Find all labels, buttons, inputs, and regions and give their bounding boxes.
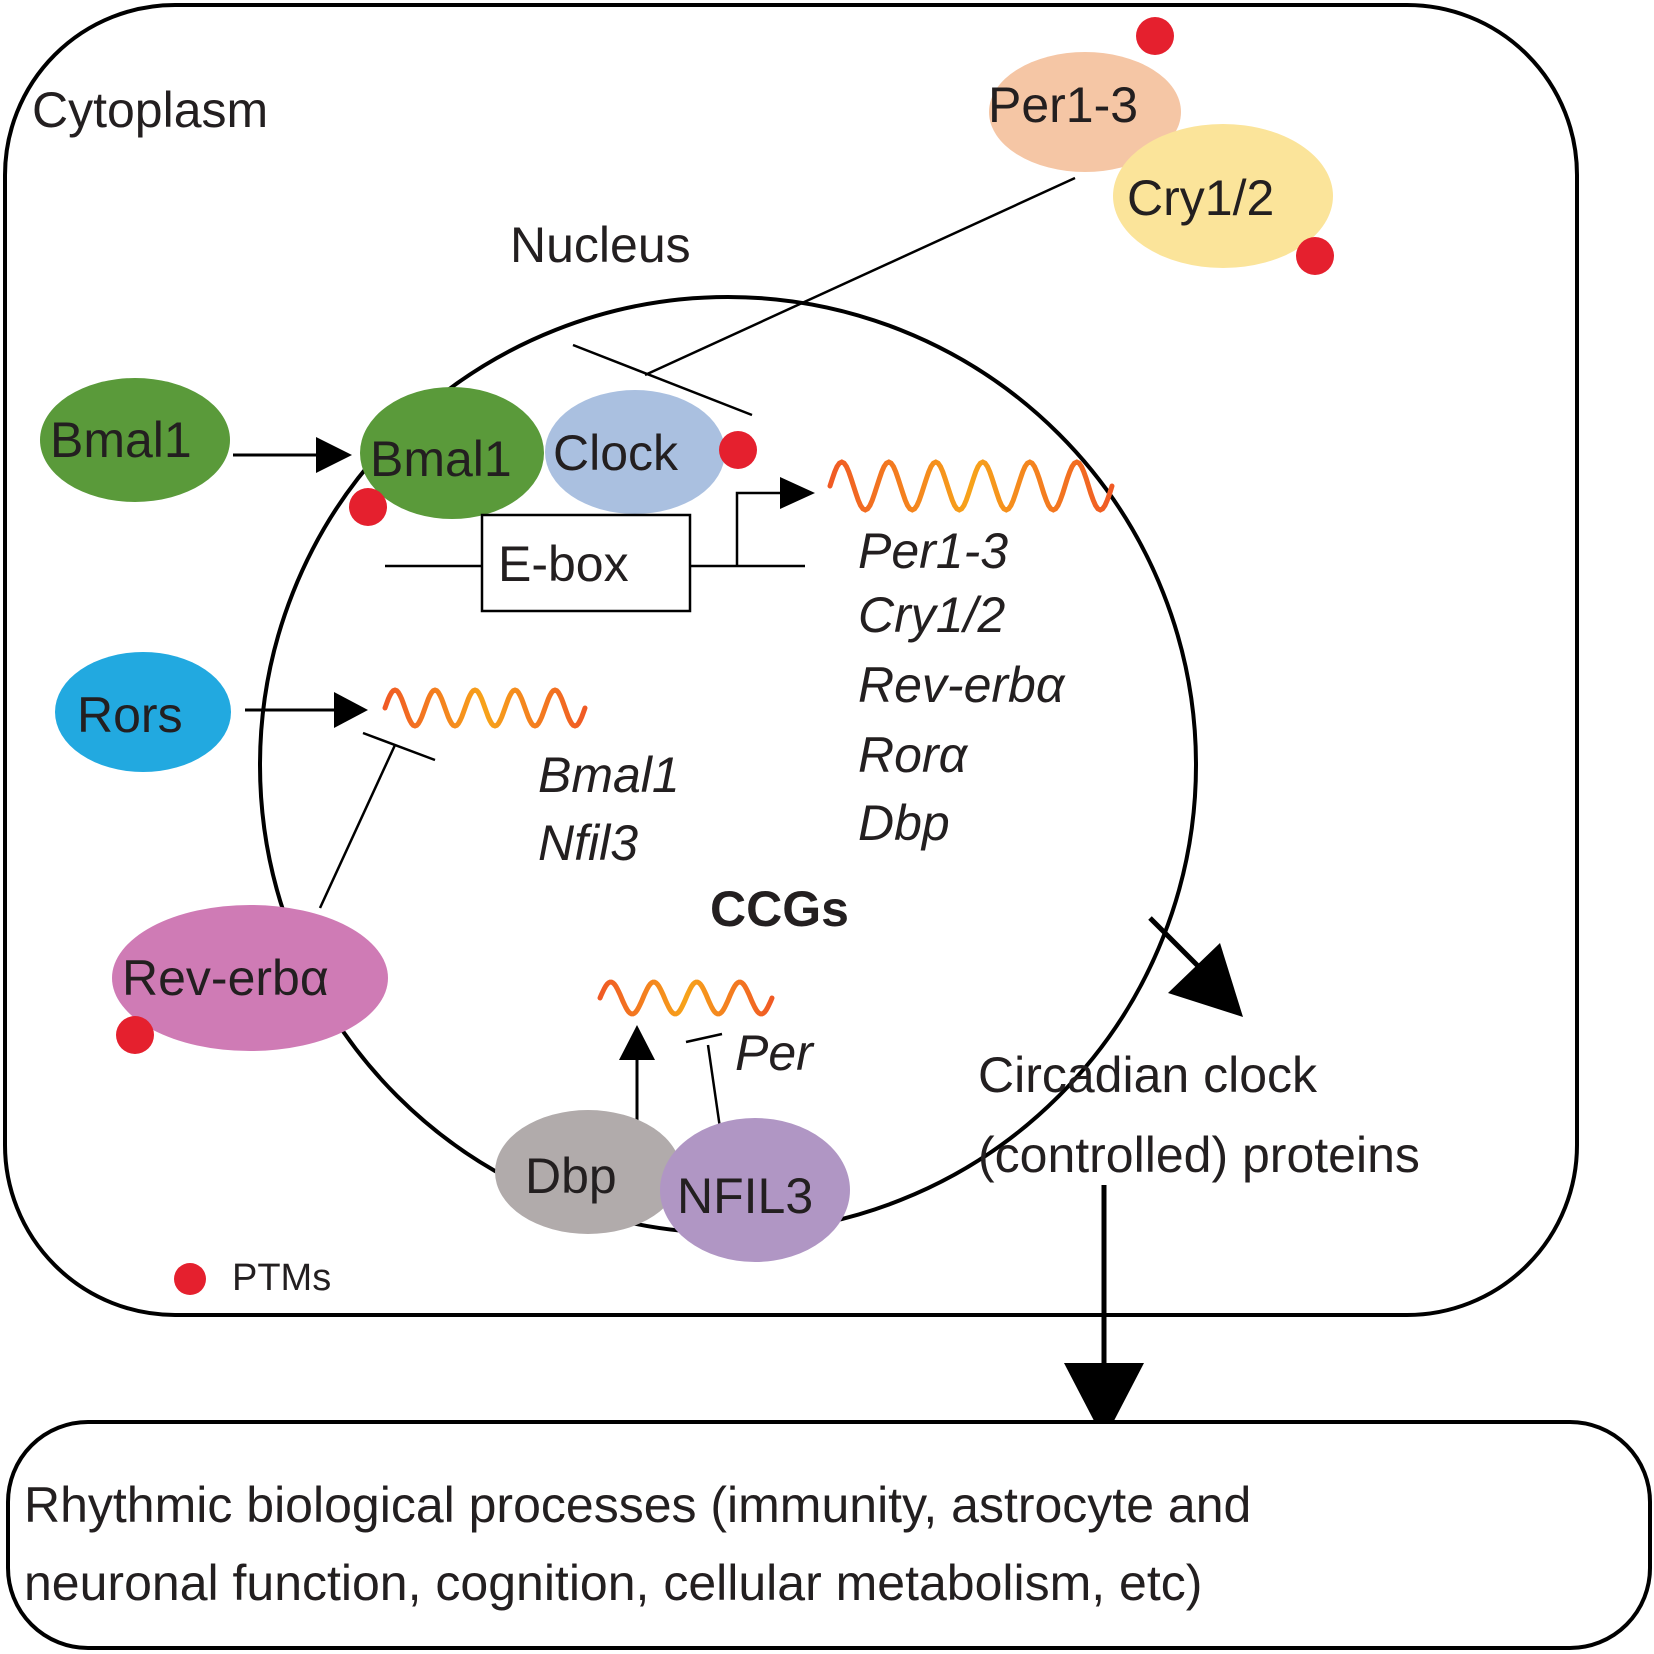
reverb-label: Rev-erbα [122,950,329,1006]
rors-label: Rors [77,687,183,743]
ebox-target-per: Per1-3 [858,523,1008,579]
nfil3-protein [660,1118,850,1262]
nfil3-inhibition-line [706,1044,722,1129]
ptm-dot [1296,237,1334,275]
nfil3-inhibition-bar [685,1032,723,1044]
per-cry-inhibition-bar [572,343,753,417]
per-label: Per1-3 [988,77,1138,133]
output-label-line2: (controlled) proteins [978,1127,1420,1183]
ebox-mrna-wave [827,459,1115,513]
processes-line1: Rhythmic biological processes (immunity,… [24,1477,1251,1533]
ebox-element [480,513,692,613]
cytoplasm-label: Cytoplasm [32,82,268,138]
rore-target-bmal1: Bmal1 [538,747,680,803]
output-label-line1: Circadian clock [978,1047,1318,1103]
dbp-protein [495,1110,681,1234]
ptm-dot [719,431,757,469]
dbox-mrna-wave [597,979,775,1017]
bmal1-cytoplasm-label: Bmal1 [50,412,192,468]
bmal1-import-arrowhead [316,437,352,473]
reverb-inhibition-line [318,744,397,909]
ebox-transcription-start [735,491,783,566]
ptm-legend-label: PTMs [232,1257,331,1299]
ebox-label: E-box [498,536,629,592]
ptm-dot [116,1016,154,1054]
nucleus-output-arrow [1148,916,1202,970]
ebox-target-reverb: Rev-erbα [858,657,1066,713]
ptm-dot [1136,17,1174,55]
rors-protein [55,652,231,772]
dbox-target-per: Per [735,1025,815,1081]
cry-protein [1113,124,1333,268]
dbp-label: Dbp [525,1148,617,1204]
ebox-transcription-arrowhead [780,477,815,509]
ccgs-label: CCGs [710,881,849,937]
bmal1-nucleus-label: Bmal1 [370,431,512,487]
reverb-inhibition-bar [362,731,436,762]
ebox-target-cry: Cry1/2 [858,587,1005,643]
reverb-protein [112,905,388,1051]
bmal1-nucleus-protein [360,387,544,519]
processes-box [6,1420,1652,1650]
nfil3-label: NFIL3 [677,1168,813,1224]
clock-label: Clock [553,425,679,481]
nucleus-output-arrowhead [1168,943,1243,1017]
ebox-target-rora: Rorα [858,727,969,783]
per-protein [989,52,1181,172]
clock-protein [545,390,725,514]
nucleus-label: Nucleus [510,217,691,273]
ebox-target-dbp: Dbp [858,795,950,851]
ptm-dot [349,488,387,526]
dbp-activation-arrowhead [619,1025,655,1060]
cry-label: Cry1/2 [1127,170,1274,226]
ptm-legend-dot [174,1263,206,1295]
per-cry-inhibition-line [644,176,1076,377]
rore-target-nfil3: Nfil3 [538,815,638,871]
cell-membrane [3,3,1579,1317]
process-arrowhead [1064,1363,1144,1440]
rors-activation-arrowhead [334,692,368,728]
rore-mrna-wave [382,687,588,729]
processes-line2: neuronal function, cognition, cellular m… [24,1555,1202,1611]
bmal1-cytoplasm-protein [40,378,230,502]
